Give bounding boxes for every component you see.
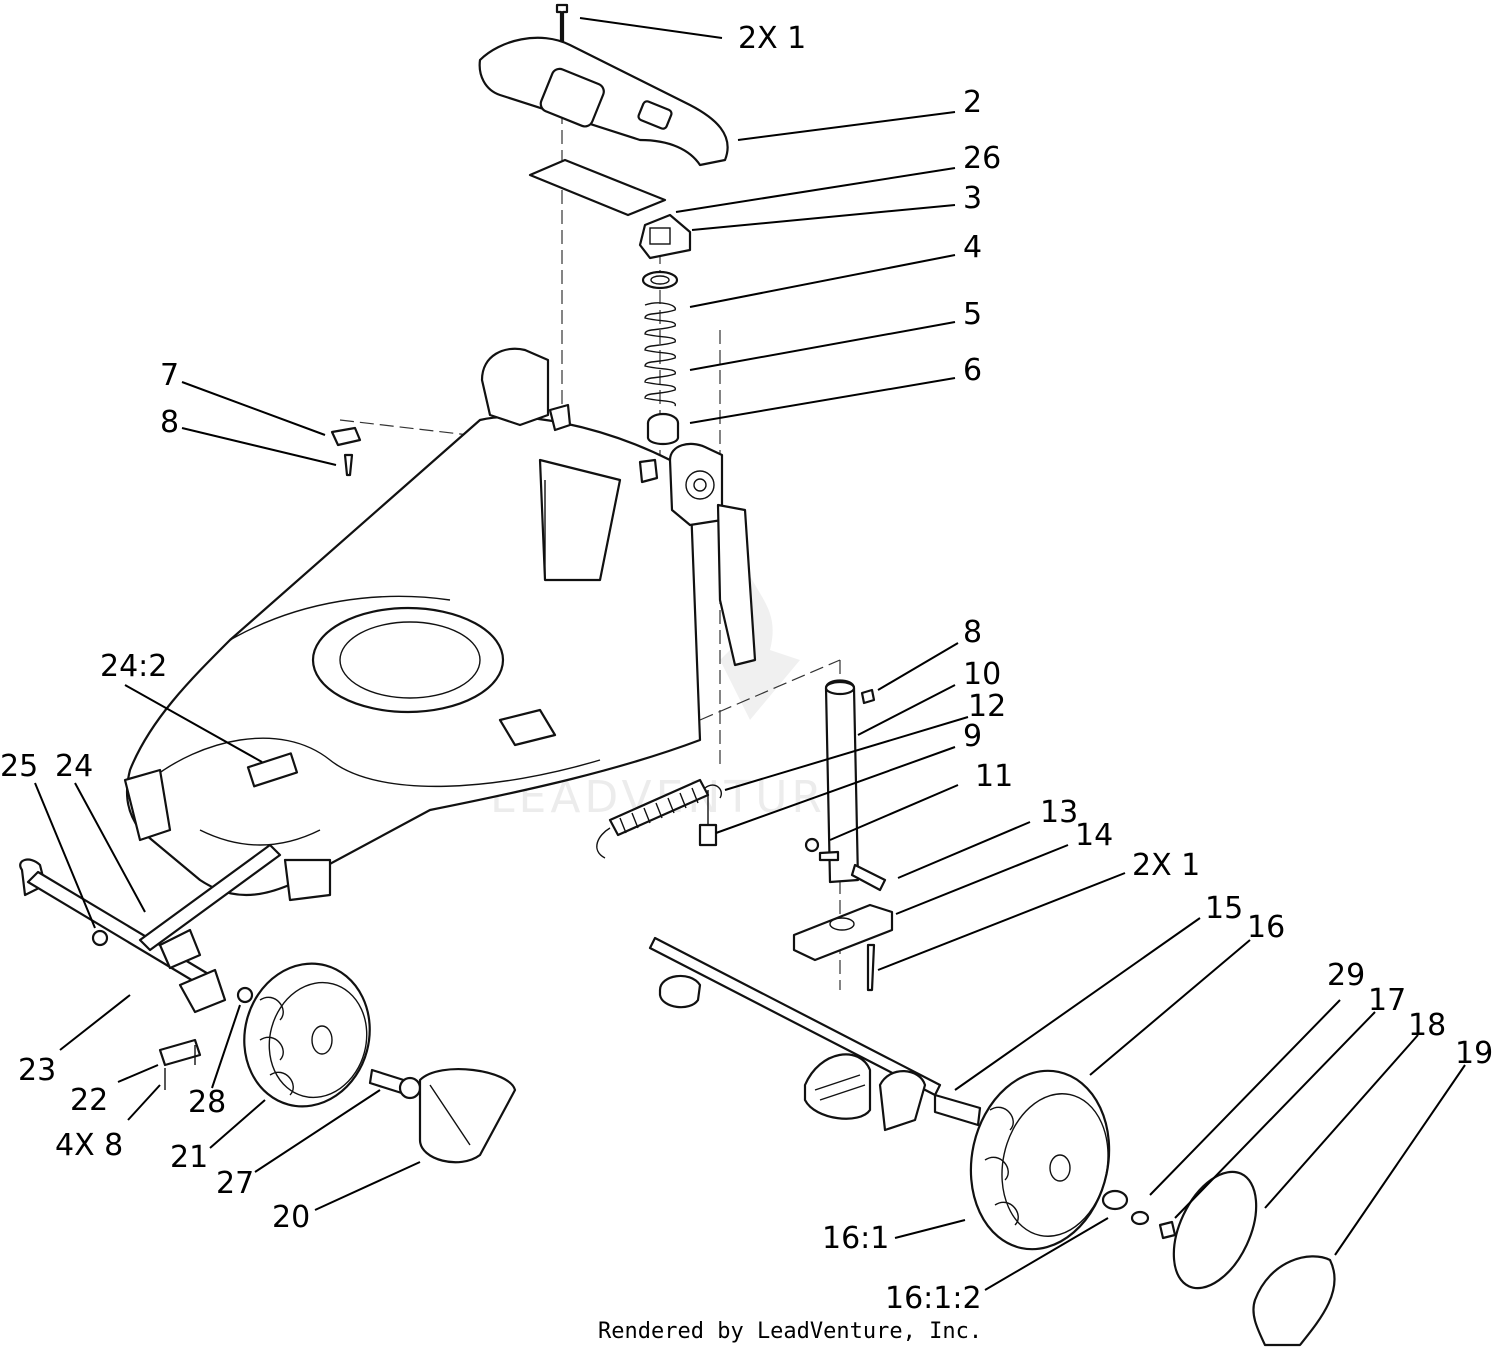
callout-24-2: 24:2 [100,649,167,684]
callout-4x8: 4X 8 [55,1128,123,1163]
front-axle-part [19,843,282,1090]
callout-11: 11 [975,759,1013,794]
callout-28: 28 [188,1085,226,1120]
callout-27: 27 [216,1166,254,1201]
mower-deck-part [123,347,757,902]
callout-8-left: 8 [160,405,179,440]
footer-credit: Rendered by LeadVenture, Inc. [598,1319,982,1344]
callout-8-right: 8 [963,615,982,650]
callout-6: 6 [963,353,982,388]
callout-10: 10 [963,657,1001,692]
rear-hardware-part [1101,1189,1177,1240]
leader-lines [34,17,1466,1291]
washer-part [641,270,679,290]
callout-16-1: 16:1 [822,1221,889,1256]
axle-bolt-part [368,1068,422,1100]
callout-25: 25 [0,749,38,784]
rear-cover-part [1172,1170,1258,1290]
callout-23: 23 [18,1053,56,1088]
callout-24: 24 [55,749,93,784]
callout-16-1-2: 16:1:2 [885,1281,982,1316]
callout-17: 17 [1368,983,1406,1018]
callout-2: 2 [963,85,982,120]
callout-26: 26 [963,141,1001,176]
decal-shape-part [1252,1255,1336,1347]
callout-1-right: 2X 1 [1132,848,1200,883]
rear-wheel-part [969,1069,1111,1251]
callout-18: 18 [1408,1008,1446,1043]
callout-9: 9 [963,719,982,754]
callout-13: 13 [1040,795,1078,830]
callout-19: 19 [1455,1036,1493,1071]
callout-16: 16 [1247,910,1285,945]
callout-22: 22 [70,1083,108,1118]
callout-7: 7 [160,358,179,393]
callout-5: 5 [963,297,982,332]
front-wheel-part [243,962,371,1108]
callout-12: 12 [968,689,1006,724]
rear-axle-part [648,936,982,1132]
callout-29: 29 [1327,958,1365,993]
pivot-block-part [792,903,894,962]
callout-15: 15 [1205,891,1243,926]
knob-cap-part [638,213,692,260]
callout-1-top: 2X 1 [738,21,806,56]
callout-4: 4 [963,230,982,265]
decal-part [528,158,667,217]
callout-14: 14 [1075,818,1113,853]
callout-3: 3 [963,181,982,216]
bracket-part [330,426,876,705]
callout-labels: 2X 1 2 26 3 4 5 6 7 8 8 10 12 9 11 13 14… [0,21,1493,1316]
bushing-part [646,412,680,446]
hardware-part [804,837,887,992]
callout-21: 21 [170,1140,208,1175]
handle-cover-part [478,36,729,167]
callout-20: 20 [272,1200,310,1235]
hub-cap-part [418,1068,517,1164]
spring-part [644,302,676,407]
bolt-part [698,790,718,847]
